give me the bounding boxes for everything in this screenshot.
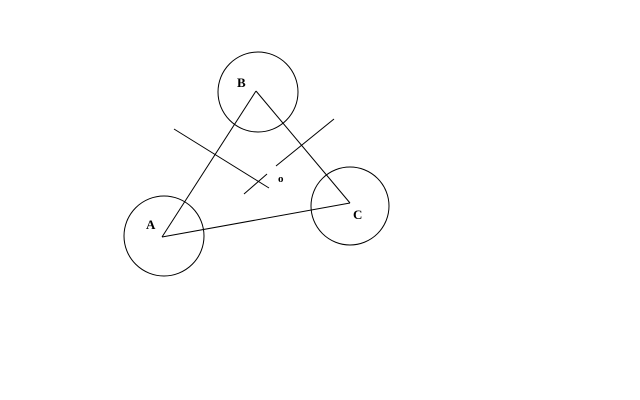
label-o: o [278, 173, 284, 185]
side-ca [161, 202, 351, 238]
circle-b [217, 51, 299, 133]
bisector-bc-lower [243, 173, 268, 195]
side-ab [161, 90, 257, 238]
bisector-bc-upper [275, 118, 335, 167]
circle-c [310, 166, 390, 246]
circle-a [123, 195, 205, 277]
label-c: C [353, 207, 362, 222]
label-a: A [146, 217, 156, 232]
label-b: B [237, 75, 246, 90]
bisector-ab [173, 128, 270, 189]
side-bc [255, 90, 351, 204]
